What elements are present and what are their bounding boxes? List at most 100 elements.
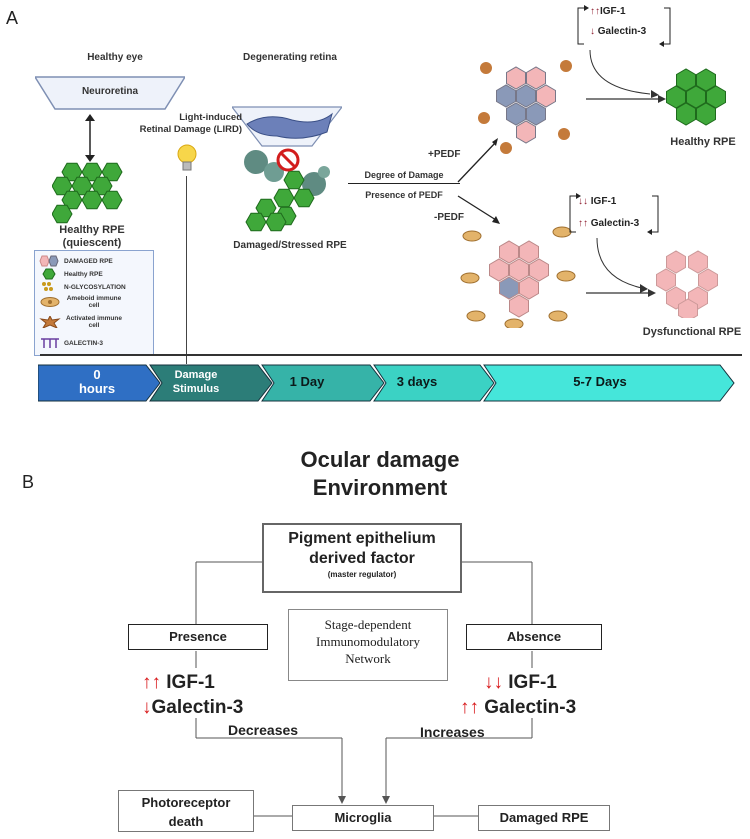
healthy-outcome-cell [696,102,716,126]
ameboid-immune-cell [556,270,576,282]
timeline-segment [38,364,161,402]
double-arrow-icon [82,114,98,167]
ameboid-immune-cell [466,310,486,322]
bottom-igf-label: IGF-1 [590,196,617,207]
legend-item: N-GLYCOSYLATION [39,281,126,293]
down-arrow-icon: ↓ [590,26,595,37]
ameboid-immune-cell [462,230,482,242]
panel-b-title: Ocular damage Environment [240,446,520,502]
stressed-rpe-cell [245,212,267,232]
ameboid-immune-cell [504,318,524,330]
panel-b-connectors [195,561,533,817]
neuroretina-shape [33,76,187,110]
activated-immune-cell [500,142,512,154]
healthy-rpe-cell [81,190,103,210]
timeline-segment [483,364,735,402]
photoreceptor-line1: Photoreceptor [141,795,231,810]
ameboid-immune-cell [460,272,480,284]
bottom-galectin-label: Galectin-3 [590,218,640,229]
left-galectin-row: ↓Galectin-3 [142,697,243,719]
lird-line2: Retinal Damage (LIRD) [139,124,242,135]
left-galectin-label: Galectin-3 [151,697,244,718]
up-arrow-icon: ↑↑ [460,697,479,718]
network-box: Stage-dependent Immunomodulatory Network [288,609,448,681]
healthy-rpe-outcome-icon [664,64,744,135]
dysfunctional-rpe-cell [666,250,686,274]
immune-cluster-cell [536,84,556,108]
degree-of-damage-label: Degree of Damage [364,170,444,180]
legend-item: Activated immune cell [39,315,147,329]
pedf-line2: derived factor [309,550,415,567]
right-igf-row: ↓↓ IGF-1 [484,672,557,694]
bottom-outcome-arrow [586,286,656,304]
timeline-segment [149,364,273,402]
dysfunctional-rpe-cell [698,268,718,292]
right-igf-label: IGF-1 [508,672,557,693]
activated-immune-cell [480,62,492,74]
right-galectin-label: Galectin-3 [484,697,577,718]
timeline-segment [261,364,385,402]
top-igf-row: ↑↑IGF-1 [590,6,626,17]
neuroretina-label: Neuroretina [81,86,139,97]
panel-a-letter: A [6,8,19,28]
healthy-eye-label: Healthy eye [87,52,143,63]
immune-cluster-cell [526,66,546,90]
dysfunctional-rpe-cell [656,268,676,292]
increases-label: Increases [420,724,485,740]
down-arrow-icon: ↓ [142,697,152,718]
down-arrow-icon: ↓↓ [578,196,588,207]
stressed-rpe-cell [283,170,305,190]
healthy-outcome-cell [666,85,686,109]
legend-box: DAMAGED RPE Healthy RPE N-GLYCOSYLATION … [34,250,154,356]
dysfunction-cluster-cell [509,258,529,282]
healthy-rpe-cell [101,162,123,182]
top-outcome-arrow [586,92,666,110]
timeline-arrows [38,364,735,402]
top-galectin-row: ↓ Galectin-3 [590,26,646,37]
timeline-0-label: 0 hours [52,368,142,396]
network-line3: Network [345,651,391,666]
dysfunction-cluster-cell [509,294,529,318]
decision-line [348,183,460,184]
minus-pedf-label: -PEDF [434,212,464,223]
timeline-1-line1: Damage [174,369,218,381]
damage-stimulus-line [186,176,187,364]
up-arrow-icon: ↑↑ [590,6,600,17]
timeline-0-line2: hours [78,381,116,396]
healthy-outcome-cell [696,68,716,92]
immune-cluster-cell [506,102,526,126]
immune-cluster-cell [496,84,516,108]
degenerating-retina-label: Degenerating retina [243,52,337,63]
healthy-rpe-cell [101,190,123,210]
left-igf-row: ↑↑ IGF-1 [142,672,215,694]
dysfunctional-rpe-cell [688,250,708,274]
legend-item: GALECTIN-3 [39,337,103,349]
immune-cluster-cell [516,84,536,108]
top-igf-label: IGF-1 [600,6,626,17]
legend-item: Healthy RPE [39,268,103,280]
dysfunction-cluster-cell [519,276,539,300]
dysfunctional-rpe-label: Dysfunctional RPE [642,326,742,338]
damaged-rpe-cluster-icon [236,150,336,237]
bottom-curve-arrow [592,237,652,303]
damaged-stressed-label: Damaged/Stressed RPE [233,240,347,251]
timeline-segment [373,364,495,402]
healthy-outcome-cell [706,85,726,109]
damaged-rpe-box: Damaged RPE [478,805,610,831]
timeline-4-label: 5-7 Days [573,374,627,389]
top-curve-arrow [585,49,665,105]
panel-b-letter: B [22,472,35,492]
immune-cluster-cell [516,120,536,144]
dysfunction-cluster-cell [499,240,519,264]
presence-of-pedf-label: Presence of PEDF [365,190,443,200]
bottom-immune-cluster-icon [454,216,584,333]
dysfunction-cluster-cell [519,240,539,264]
healthy-rpe-label: Healthy RPE [59,224,125,236]
timeline-3-label: 3 days [396,374,438,389]
top-feedback-bracket [576,4,676,53]
stressed-rpe-cell [293,188,315,208]
legend-item: Ameboid immune cell [39,295,147,309]
lird-line1: Light-induced [179,112,242,123]
activated-immune-cell [478,112,490,124]
top-immune-cluster-icon [466,48,586,163]
